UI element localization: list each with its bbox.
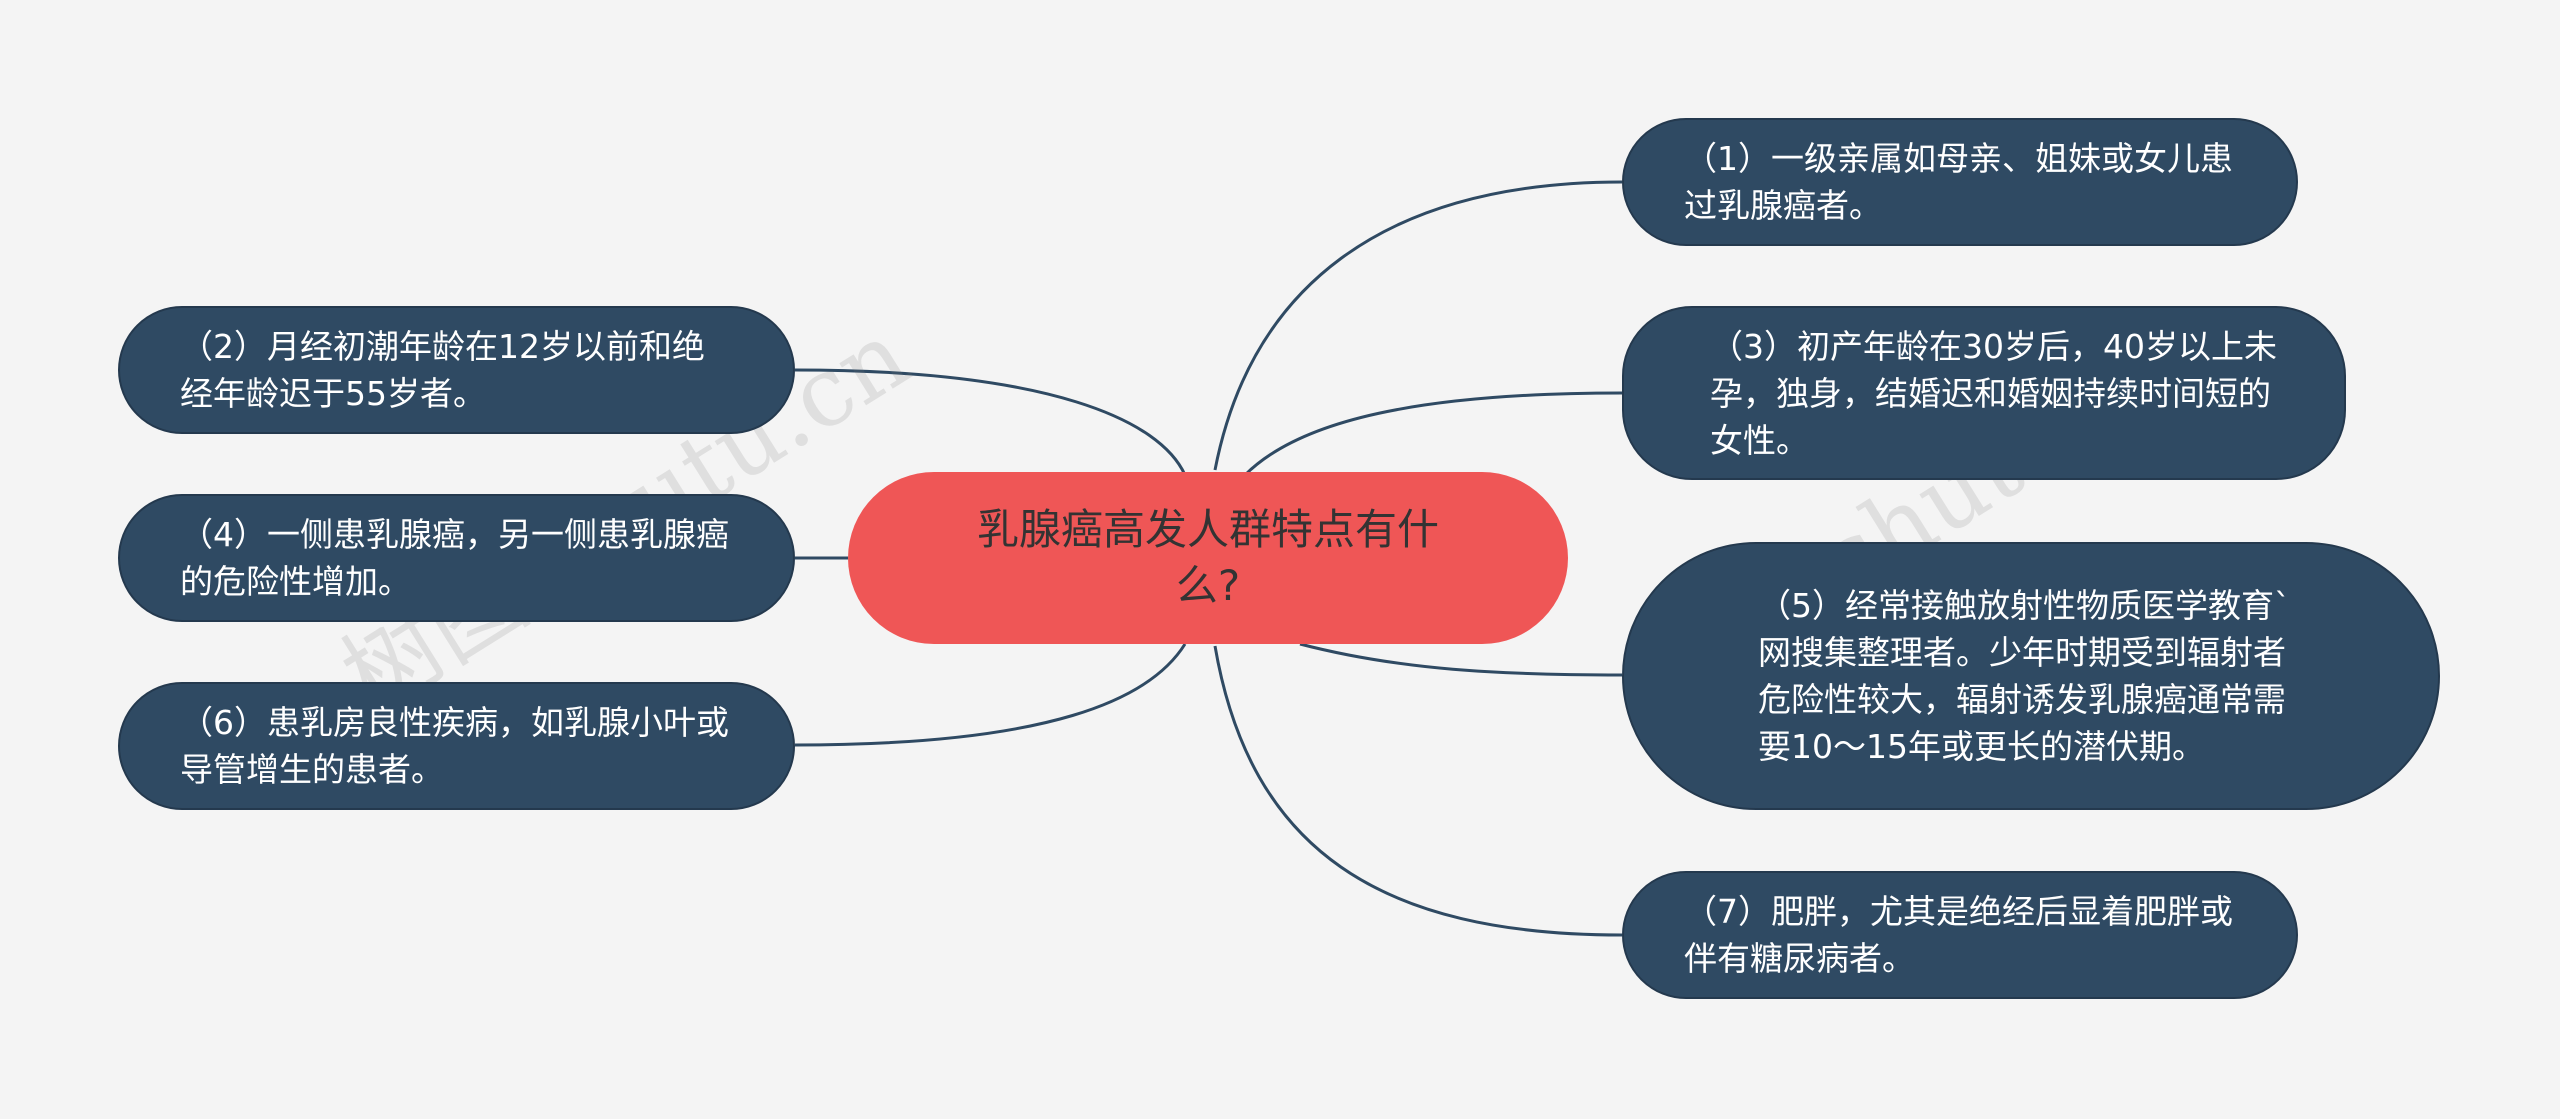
topic-node-7[interactable]: （7）肥胖，尤其是绝经后显着肥胖或伴有糖尿病者。: [1622, 871, 2298, 999]
link-n6: [794, 643, 1187, 747]
link-n1: [1213, 180, 1623, 471]
topic-node-1[interactable]: （1）一级亲属如母亲、姐妹或女儿患过乳腺癌者。: [1622, 118, 2298, 246]
topic-node-6-label: （6）患乳房良性疾病，如乳腺小叶或导管增生的患者。: [180, 703, 729, 789]
topic-node-1-label: （1）一级亲属如母亲、姐妹或女儿患过乳腺癌者。: [1684, 139, 2233, 225]
topic-node-5-label: （5）经常接触放射性物质医学教育`网搜集整理者。少年时期受到辐射者危险性较大，辐…: [1758, 586, 2291, 766]
link-n2: [794, 368, 1187, 476]
topic-node-2-label: （2）月经初潮年龄在12岁以前和绝经年龄迟于55岁者。: [180, 327, 705, 413]
link-n5: [1299, 642, 1623, 677]
topic-node-4-label: （4）一侧患乳腺癌，另一侧患乳腺癌的危险性增加。: [180, 515, 729, 601]
topic-node-3-label: （3）初产年龄在30岁后，40岁以上未孕，独身，结婚迟和婚姻持续时间短的女性。: [1710, 326, 2277, 460]
topic-node-7-label: （7）肥胖，尤其是绝经后显着肥胖或伴有糖尿病者。: [1684, 892, 2233, 978]
topic-node-5[interactable]: （5）经常接触放射性物质医学教育`网搜集整理者。少年时期受到辐射者危险性较大，辐…: [1622, 542, 2440, 810]
link-n7: [1213, 645, 1623, 937]
central-topic-label: 乳腺癌高发人群特点有什么?: [976, 505, 1439, 610]
topic-node-4[interactable]: （4）一侧患乳腺癌，另一侧患乳腺癌的危险性增加。: [118, 494, 795, 622]
topic-node-6[interactable]: （6）患乳房良性疾病，如乳腺小叶或导管增生的患者。: [118, 682, 795, 810]
central-topic[interactable]: 乳腺癌高发人群特点有什么?: [848, 472, 1568, 644]
topic-node-2[interactable]: （2）月经初潮年龄在12岁以前和绝经年龄迟于55岁者。: [118, 306, 795, 434]
link-n3: [1243, 391, 1623, 477]
topic-node-3[interactable]: （3）初产年龄在30岁后，40岁以上未孕，独身，结婚迟和婚姻持续时间短的女性。: [1622, 306, 2346, 480]
